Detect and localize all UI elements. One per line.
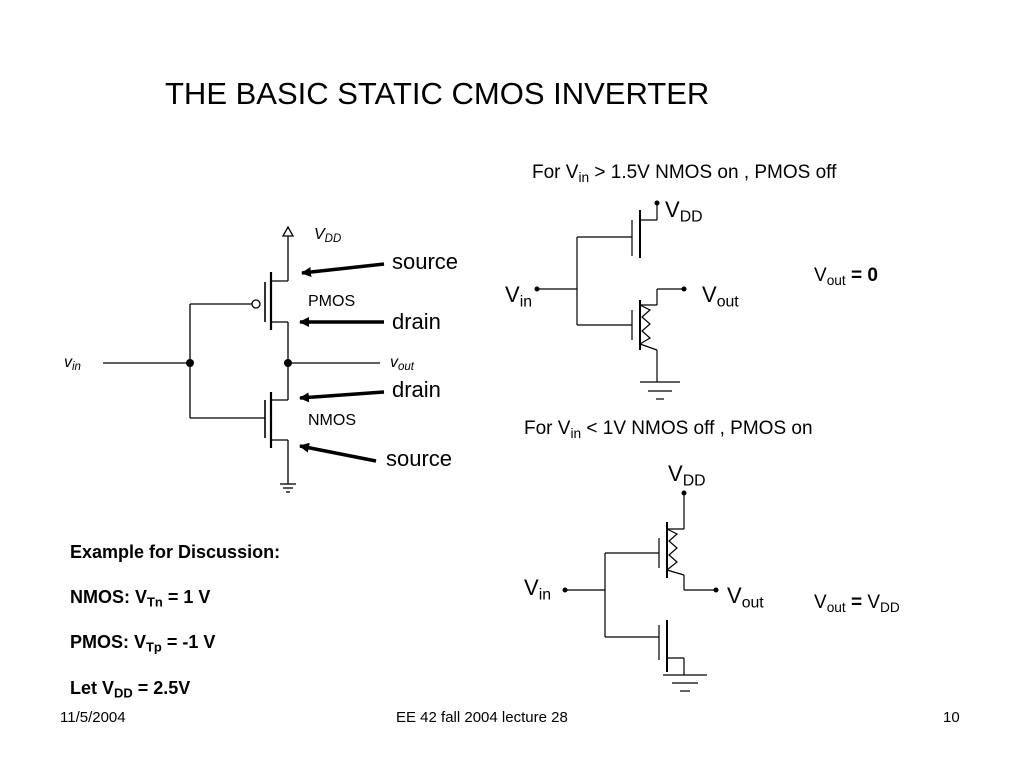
case1-result: Vout = 0	[814, 265, 878, 288]
case1-schematic	[539, 203, 682, 400]
vin-label: vin	[64, 354, 81, 374]
pmos-source-label: source	[392, 249, 459, 274]
nmos-label: NMOS	[308, 412, 356, 429]
pmos-source-arrow	[301, 262, 385, 277]
case2-schematic	[566, 493, 714, 692]
page-title: THE BASIC STATIC CMOS INVERTER	[165, 76, 710, 111]
footer-course: EE 42 fall 2004 lecture 28	[396, 709, 568, 726]
footer-date: 11/5/2004	[60, 709, 126, 726]
nmos-source-arrow	[299, 442, 377, 463]
footer-page-number: 10	[943, 709, 960, 726]
input-node	[186, 359, 194, 367]
example-heading: Example for Discussion:	[70, 542, 281, 562]
pmos-bubble	[251, 299, 261, 309]
example-nmos-threshold: NMOS: VTn = 1 V	[70, 587, 211, 610]
output-node	[284, 359, 292, 367]
pmos-label: PMOS	[308, 293, 356, 310]
nmos-drain-label: drain	[392, 377, 441, 402]
pmos-drain-label: drain	[392, 309, 441, 334]
vout-label: vout	[390, 354, 415, 374]
example-pmos-threshold: PMOS: VTp = -1 V	[70, 632, 216, 655]
case2-result: Vout = VDD	[814, 592, 900, 615]
case1-vout-label: Vout	[702, 282, 739, 311]
case1-vin-label: Vin	[505, 282, 533, 311]
nmos-drain-arrow	[299, 390, 385, 403]
case2-vin-label: Vin	[524, 575, 552, 604]
nmos-source-label: source	[386, 446, 453, 471]
case2-vdd-label: VDD	[668, 461, 706, 490]
case2-heading: For Vin < 1V NMOS off , PMOS on	[524, 418, 813, 441]
case1-vdd-label: VDD	[665, 197, 703, 226]
vdd-label: VDD	[314, 226, 342, 246]
example-vdd-value: Let VDD = 2.5V	[70, 678, 191, 701]
vdd-symbol	[281, 225, 295, 237]
case2-vout-label: Vout	[727, 583, 764, 612]
terminal-arrows	[299, 262, 385, 463]
case1-heading: For Vin > 1.5V NMOS on , PMOS off	[532, 162, 837, 185]
